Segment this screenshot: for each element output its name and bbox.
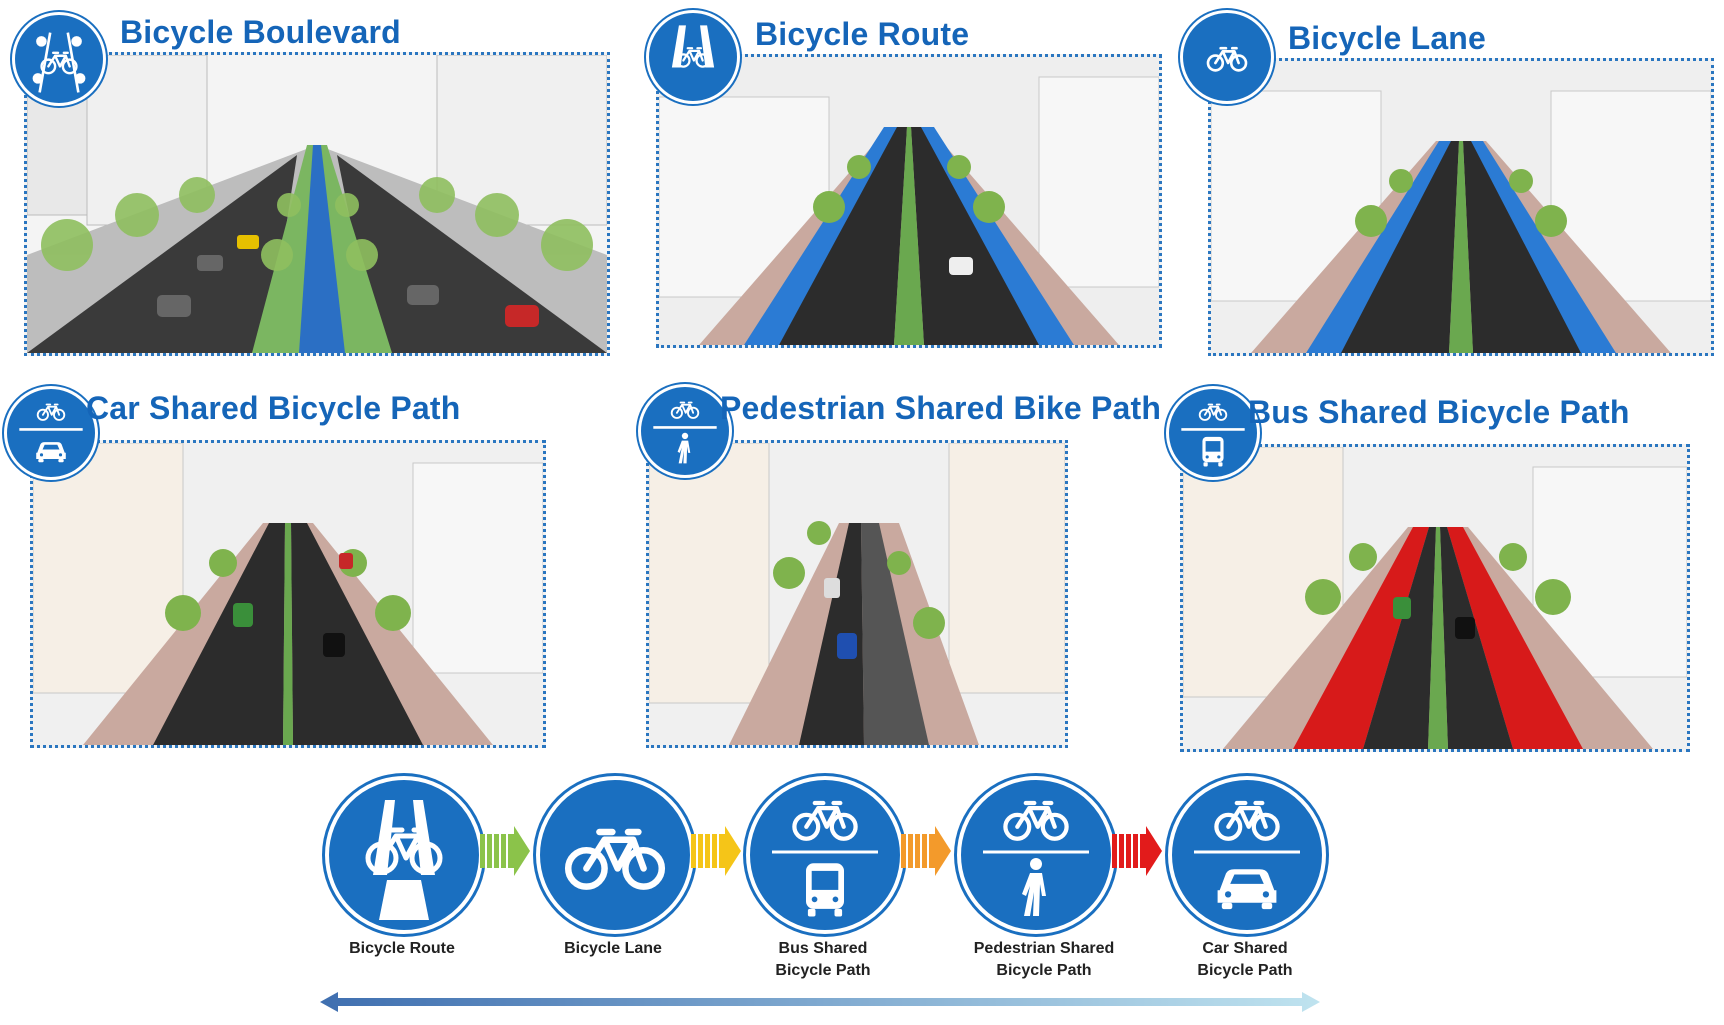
caption-bicycle-route: Bicycle Route	[302, 938, 502, 960]
bicycle-boulevard-sign-icon	[12, 12, 106, 106]
bus-shared-sign-icon	[746, 776, 904, 934]
street-scene-pedestrian-shared	[649, 443, 1065, 745]
street-scene-route	[659, 57, 1159, 345]
bicycle-lane-sign-icon	[1180, 10, 1274, 104]
street-scene-lane	[1211, 61, 1711, 353]
street-scene-boulevard	[27, 55, 607, 353]
panel-title: Bus Shared Bicycle Path	[1248, 394, 1630, 430]
caption-car-shared: Car Shared Bicycle Path	[1145, 938, 1345, 982]
bicycle-lane-illustration	[1208, 58, 1714, 356]
panel-title: Bicycle Boulevard	[120, 14, 401, 50]
caption-line: Bicycle Path	[775, 962, 871, 979]
panel-title: Bicycle Lane	[1288, 20, 1487, 56]
car-shared-sign-icon	[4, 386, 98, 480]
bus-shared-sign-icon	[1166, 386, 1260, 480]
panel-title: Pedestrian Shared Bike Path	[720, 390, 1162, 426]
progression-arrow-yellow	[691, 826, 741, 881]
panel-title: Car Shared Bicycle Path	[86, 390, 461, 426]
bicycle-route-illustration	[656, 54, 1162, 348]
pedestrian-shared-sign-icon	[957, 776, 1115, 934]
caption-line: Bicycle Path	[996, 962, 1092, 979]
gradient-scale-arrow	[320, 990, 1320, 1020]
car-shared-sign-icon	[1168, 776, 1326, 934]
caption-line: Bicycle Route	[349, 940, 455, 957]
progression-arrow-orange	[901, 826, 951, 881]
progression-arrow-green	[480, 826, 530, 881]
caption-line: Bus Shared	[778, 940, 868, 957]
pedestrian-shared-sign-icon	[638, 384, 732, 478]
pedestrian-shared-illustration	[646, 440, 1068, 748]
street-scene-bus-shared	[1183, 447, 1687, 749]
caption-pedestrian-shared: Pedestrian Shared Bicycle Path	[944, 938, 1144, 982]
bus-shared-illustration	[1180, 444, 1690, 752]
bicycle-boulevard-illustration	[24, 52, 610, 356]
caption-bus-shared: Bus Shared Bicycle Path	[723, 938, 923, 982]
bicycle-lane-sign-icon	[536, 776, 694, 934]
bicycle-route-sign-icon	[325, 776, 483, 934]
car-shared-illustration	[30, 440, 546, 748]
street-scene-car-shared	[33, 443, 543, 745]
caption-line: Pedestrian Shared	[973, 940, 1115, 957]
caption-line: Bicycle Lane	[564, 940, 662, 957]
panel-title: Bicycle Route	[755, 16, 970, 52]
caption-line: Car Shared	[1202, 940, 1288, 957]
caption-bicycle-lane: Bicycle Lane	[513, 938, 713, 960]
caption-line: Bicycle Path	[1197, 962, 1293, 979]
progression-arrow-red	[1112, 826, 1162, 881]
bicycle-route-sign-icon	[646, 10, 740, 104]
